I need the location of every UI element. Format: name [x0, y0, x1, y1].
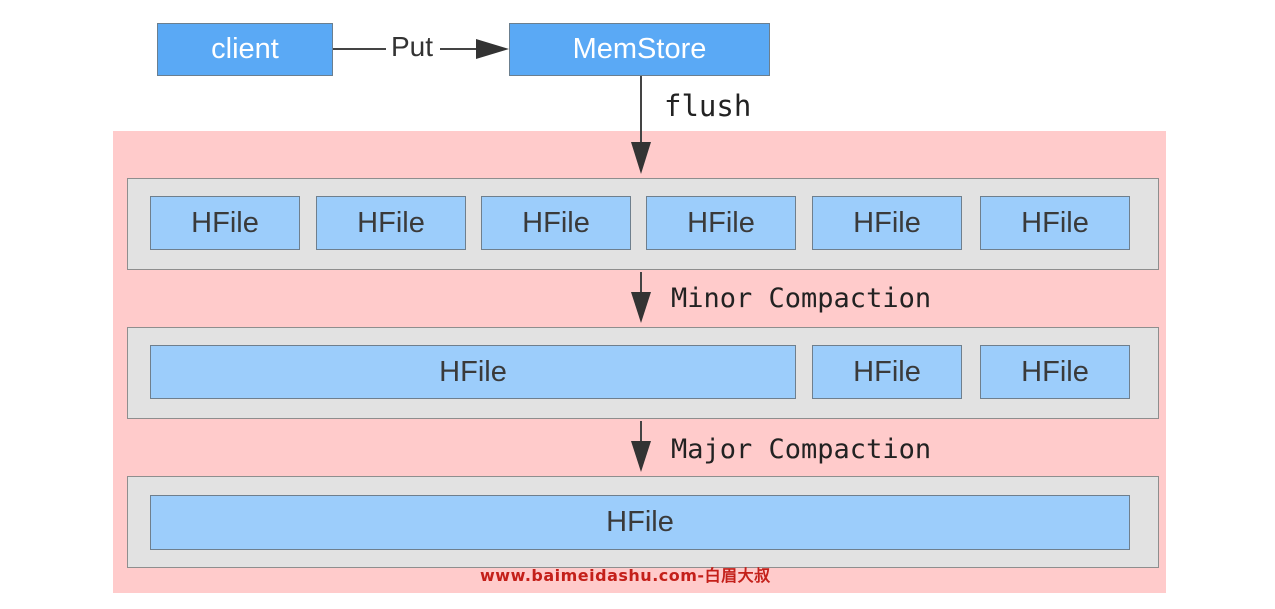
hfile-box: HFile [316, 196, 466, 250]
client-box: client [157, 23, 333, 76]
client-label: client [211, 33, 279, 65]
hfile-box: HFile [150, 196, 300, 250]
hfile-box: HFile [980, 196, 1130, 250]
minor-compaction-label: Minor Compaction [671, 283, 932, 314]
hfile-box: HFile [150, 345, 796, 399]
hfile-label: HFile [1021, 355, 1089, 388]
flush-label: flush [664, 89, 752, 123]
hfile-label: HFile [853, 355, 921, 388]
watermark: www.baimeidashu.com-白眉大叔 [480, 566, 771, 585]
hfile-label: HFile [853, 206, 921, 239]
hfile-label: HFile [191, 206, 259, 239]
major-compaction-label: Major Compaction [671, 434, 932, 465]
hfile-label: HFile [1021, 206, 1089, 239]
put-arrow-head [476, 39, 509, 59]
hfile-box: HFile [980, 345, 1130, 399]
hfile-box: HFile [150, 495, 1130, 550]
hfile-label: HFile [357, 206, 425, 239]
hfile-box: HFile [481, 196, 631, 250]
hfile-label: HFile [439, 355, 507, 388]
hfile-box: HFile [646, 196, 796, 250]
hfile-label: HFile [522, 206, 590, 239]
hfile-label: HFile [687, 206, 755, 239]
put-label: Put [388, 31, 437, 63]
hfile-box: HFile [812, 345, 962, 399]
memstore-label: MemStore [572, 33, 707, 65]
memstore-box: MemStore [509, 23, 770, 76]
hfile-label: HFile [606, 506, 674, 538]
hfile-box: HFile [812, 196, 962, 250]
